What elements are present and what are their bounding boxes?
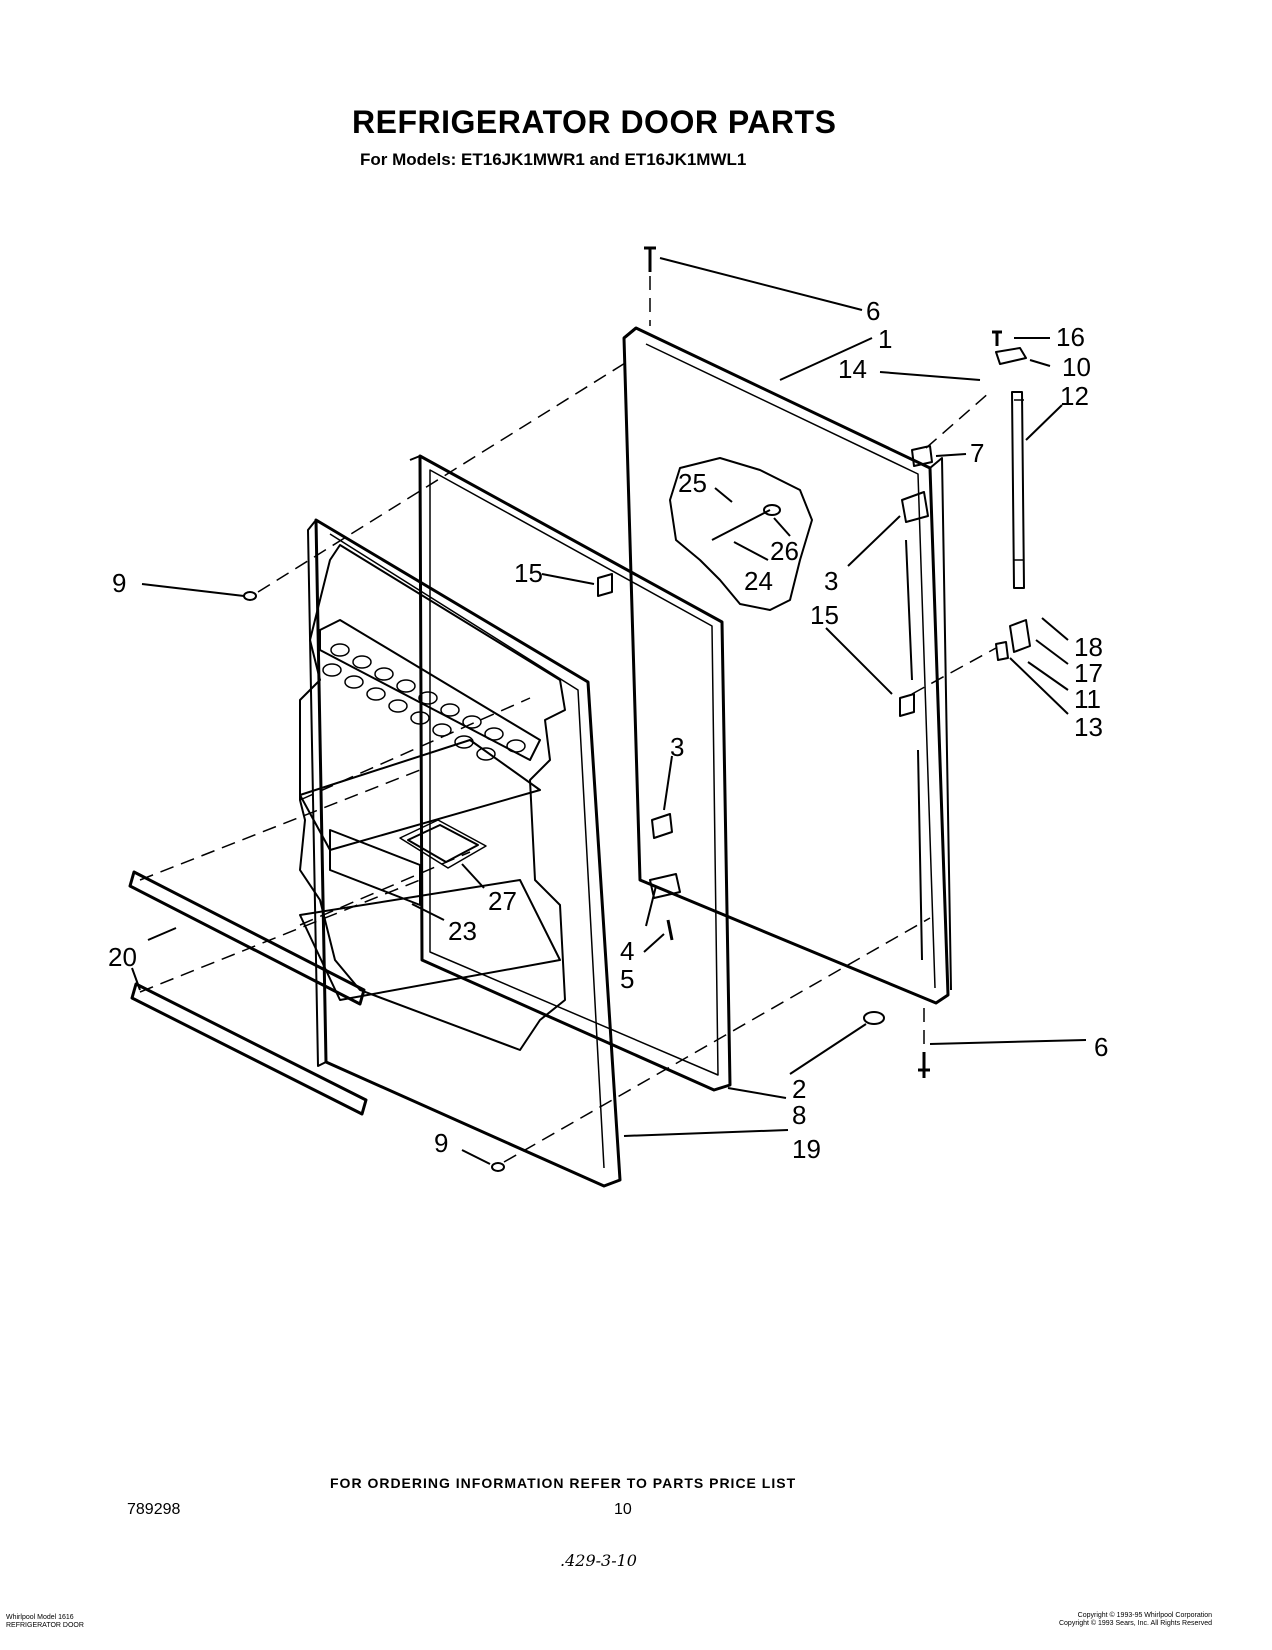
callout-9-left: 9: [112, 568, 126, 598]
bracket-3-lower: [651, 813, 673, 839]
copyright-line: Copyright © 1993 Sears, Inc. All Rights …: [1058, 1620, 1212, 1627]
callout-26: 26: [770, 536, 799, 566]
callout-15-left: 15: [514, 558, 543, 588]
small-left-line: Whirlpool Model 1616: [6, 1614, 74, 1621]
callout-1: 1: [878, 324, 892, 354]
callout-8: 8: [792, 1100, 806, 1130]
bottom-hinge-bushing: [863, 1011, 885, 1025]
callout-3-upper: 3: [824, 566, 838, 596]
hinge-bracket: [901, 491, 929, 523]
callout-5: 5: [620, 964, 634, 994]
callout-10: 10: [1062, 352, 1091, 382]
callout-24: 24: [744, 566, 773, 596]
butter-compartment-door: [407, 824, 479, 863]
model-subtitle: For Models: ET16JK1MWR1 and ET16JK1MWL1: [360, 150, 747, 169]
handwritten-code: .429-3-10: [560, 1551, 637, 1570]
screw-5: [666, 919, 674, 941]
shelf-bar-lower: [130, 982, 368, 1116]
top-hinge: [995, 347, 1027, 365]
screw-6-bottom: [918, 1052, 930, 1078]
lower-hinge: [1009, 619, 1031, 653]
callout-11: 11: [1074, 684, 1101, 714]
page-title: REFRIGERATOR DOOR PARTS: [352, 104, 837, 140]
bracket-15-left: [597, 573, 613, 597]
document-number: 789298: [127, 1501, 181, 1518]
hinge-washer: [995, 641, 1009, 661]
callout-18: 18: [1074, 632, 1103, 662]
callout-labels: 6 1 16 10 14 12 7 25 26 24 9 15 3 15 18 …: [108, 296, 1108, 1164]
hinge-bracket-4: [649, 873, 681, 899]
hinge-pin-rod: [1011, 391, 1025, 589]
callout-6-bottom: 6: [1094, 1032, 1108, 1062]
screw-6-top: [644, 246, 656, 272]
outer-door-panel: [622, 326, 950, 1005]
callout-25: 25: [678, 468, 707, 498]
door-gasket: [418, 454, 732, 1092]
small-left-line: REFRIGERATOR DOOR: [6, 1622, 84, 1629]
callout-15-right: 15: [810, 600, 839, 630]
callout-6-top: 6: [866, 296, 880, 326]
hinge-cap: [911, 445, 933, 467]
inner-door-liner: [314, 518, 622, 1188]
callout-23: 23: [448, 916, 477, 946]
callout-17: 17: [1074, 658, 1103, 688]
callout-7: 7: [970, 438, 984, 468]
cutaway-inset: [669, 457, 813, 611]
screw-16: [992, 330, 1002, 346]
screw-9-left: [243, 591, 257, 601]
callout-3-lower: 3: [670, 732, 684, 762]
copyright-line: Copyright © 1993-95 Whirlpool Corporatio…: [1077, 1612, 1212, 1619]
screw-9-bottom: [491, 1162, 505, 1172]
callout-27: 27: [488, 886, 517, 916]
callout-20: 20: [108, 942, 137, 972]
callout-9-bottom: 9: [434, 1128, 448, 1158]
callout-13: 13: [1074, 712, 1103, 742]
shelf-bar-upper: [128, 870, 366, 1006]
copyright-notice: Copyright © 1993-95 Whirlpool Corporatio…: [1059, 1612, 1212, 1628]
callout-2: 2: [792, 1074, 806, 1104]
callout-14: 14: [838, 354, 867, 384]
page-number: 10: [614, 1501, 632, 1518]
ordering-info-note: FOR ORDERING INFORMATION REFER TO PARTS …: [330, 1475, 797, 1491]
stop-part-26: [763, 504, 781, 516]
callout-16: 16: [1056, 322, 1085, 352]
callout-4: 4: [620, 936, 634, 966]
bracket-15-right: [899, 693, 915, 717]
model-reference-small: Whirlpool Model 1616 REFRIGERATOR DOOR: [6, 1614, 84, 1630]
callout-19: 19: [792, 1134, 821, 1164]
callout-12: 12: [1060, 381, 1089, 411]
